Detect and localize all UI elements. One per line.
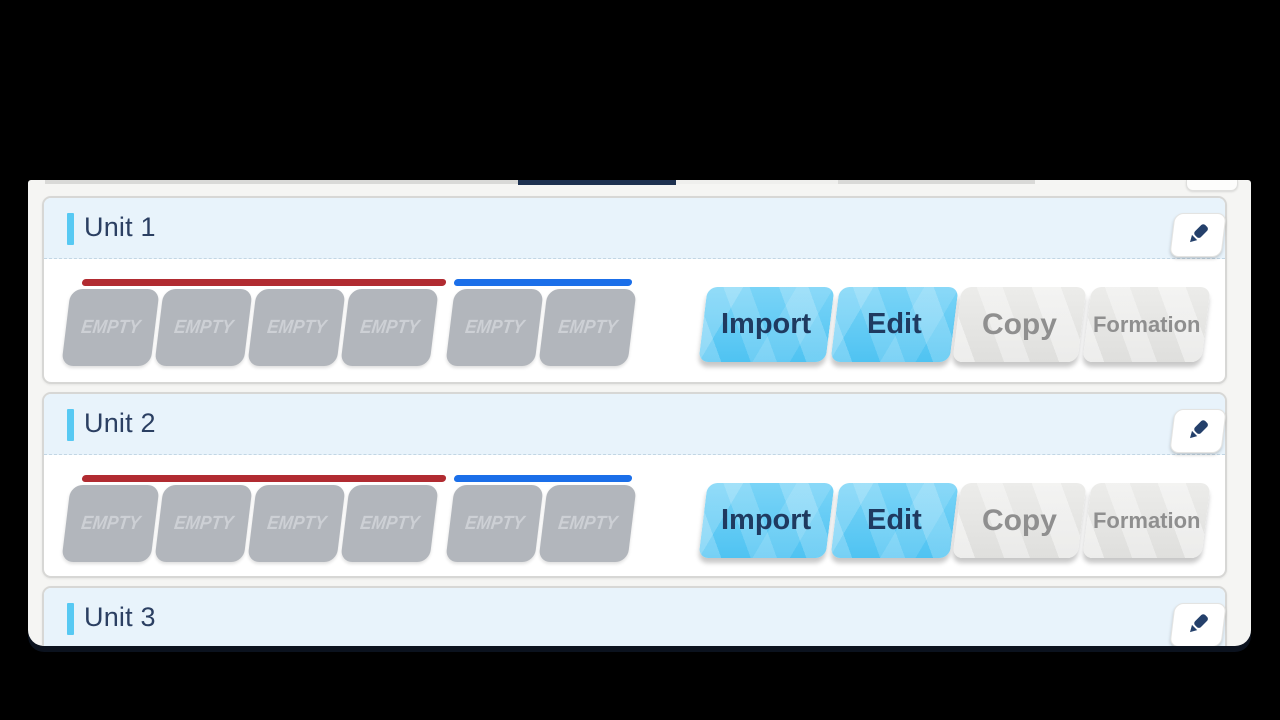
formation-button-label: Formation: [1092, 507, 1201, 533]
slot-label: EMPTY: [172, 316, 235, 338]
cutoff-active-tab-edge: [518, 180, 676, 185]
copy-button-label: Copy: [982, 503, 1057, 537]
slot-label: EMPTY: [265, 512, 328, 534]
unit-slot-empty[interactable]: EMPTY: [247, 485, 346, 562]
unit-list-panel: Unit 1 EMPTY EMPTY: [28, 180, 1251, 646]
unit-card: Unit 3: [42, 586, 1227, 646]
unit-body: EMPTY EMPTY EMPTY EMPTY EMPTY EMPTY Impo…: [44, 455, 1225, 578]
cutoff-row-bar: [676, 180, 838, 184]
unit-body: EMPTY EMPTY EMPTY EMPTY EMPTY EMPTY Impo…: [44, 259, 1225, 382]
unit-slot-empty[interactable]: EMPTY: [538, 289, 637, 366]
copy-button-label: Copy: [982, 307, 1057, 341]
header-accent-bar: [67, 409, 74, 441]
rename-unit-button[interactable]: [1169, 409, 1227, 453]
pencil-icon: [1183, 417, 1213, 446]
slot-label: EMPTY: [463, 316, 526, 338]
unit-slot-empty[interactable]: EMPTY: [154, 289, 253, 366]
unit-slot-empty[interactable]: EMPTY: [538, 485, 637, 562]
copy-button[interactable]: Copy: [952, 483, 1087, 558]
copy-button[interactable]: Copy: [952, 287, 1087, 362]
import-button[interactable]: Import: [698, 483, 835, 558]
cutoff-row-bar: [838, 180, 1035, 184]
edit-button-label: Edit: [867, 504, 922, 536]
slot-label: EMPTY: [358, 316, 421, 338]
unit-slot-empty[interactable]: EMPTY: [445, 289, 544, 366]
slot-label: EMPTY: [556, 512, 619, 534]
header-accent-bar: [67, 213, 74, 245]
rename-unit-button[interactable]: [1169, 213, 1227, 257]
unit-card: Unit 2 EMPTY EMPTY: [42, 392, 1227, 578]
import-button-label: Import: [721, 504, 812, 536]
unit-header: Unit 1: [44, 198, 1227, 259]
cutoff-button-fragment[interactable]: [1186, 180, 1238, 191]
edit-button-label: Edit: [867, 308, 922, 340]
unit-slot-empty[interactable]: EMPTY: [445, 485, 544, 562]
slot-label: EMPTY: [172, 512, 235, 534]
unit-slot-empty[interactable]: EMPTY: [61, 485, 160, 562]
slot-label: EMPTY: [463, 512, 526, 534]
slot-label: EMPTY: [79, 512, 142, 534]
slot-label: EMPTY: [265, 316, 328, 338]
rename-unit-button[interactable]: [1169, 603, 1227, 646]
slot-label: EMPTY: [556, 316, 619, 338]
header-accent-bar: [67, 603, 74, 635]
unit-header: Unit 3: [44, 588, 1227, 646]
formation-button[interactable]: Formation: [1082, 483, 1211, 558]
special-group-line: [453, 279, 633, 286]
unit-title: Unit 2: [84, 408, 156, 438]
special-group-line: [453, 475, 633, 482]
unit-slot-empty[interactable]: EMPTY: [247, 289, 346, 366]
edit-button[interactable]: Edit: [830, 483, 959, 558]
formation-button-label: Formation: [1092, 311, 1201, 337]
slot-label: EMPTY: [79, 316, 142, 338]
striker-group-line: [81, 279, 447, 286]
unit-card: Unit 1 EMPTY EMPTY: [42, 196, 1227, 384]
pencil-icon: [1183, 611, 1213, 640]
unit-slot-empty[interactable]: EMPTY: [154, 485, 253, 562]
slot-label: EMPTY: [358, 512, 421, 534]
edit-button[interactable]: Edit: [830, 287, 959, 362]
unit-header: Unit 2: [44, 394, 1227, 455]
import-button[interactable]: Import: [698, 287, 835, 362]
unit-slot-empty[interactable]: EMPTY: [340, 289, 439, 366]
pencil-icon: [1183, 221, 1213, 250]
import-button-label: Import: [721, 308, 812, 340]
unit-title: Unit 1: [84, 212, 156, 242]
unit-title: Unit 3: [84, 602, 156, 632]
striker-group-line: [81, 475, 447, 482]
unit-slot-empty[interactable]: EMPTY: [340, 485, 439, 562]
formation-button[interactable]: Formation: [1082, 287, 1211, 362]
cutoff-row-bar: [45, 180, 518, 184]
unit-slot-empty[interactable]: EMPTY: [61, 289, 160, 366]
